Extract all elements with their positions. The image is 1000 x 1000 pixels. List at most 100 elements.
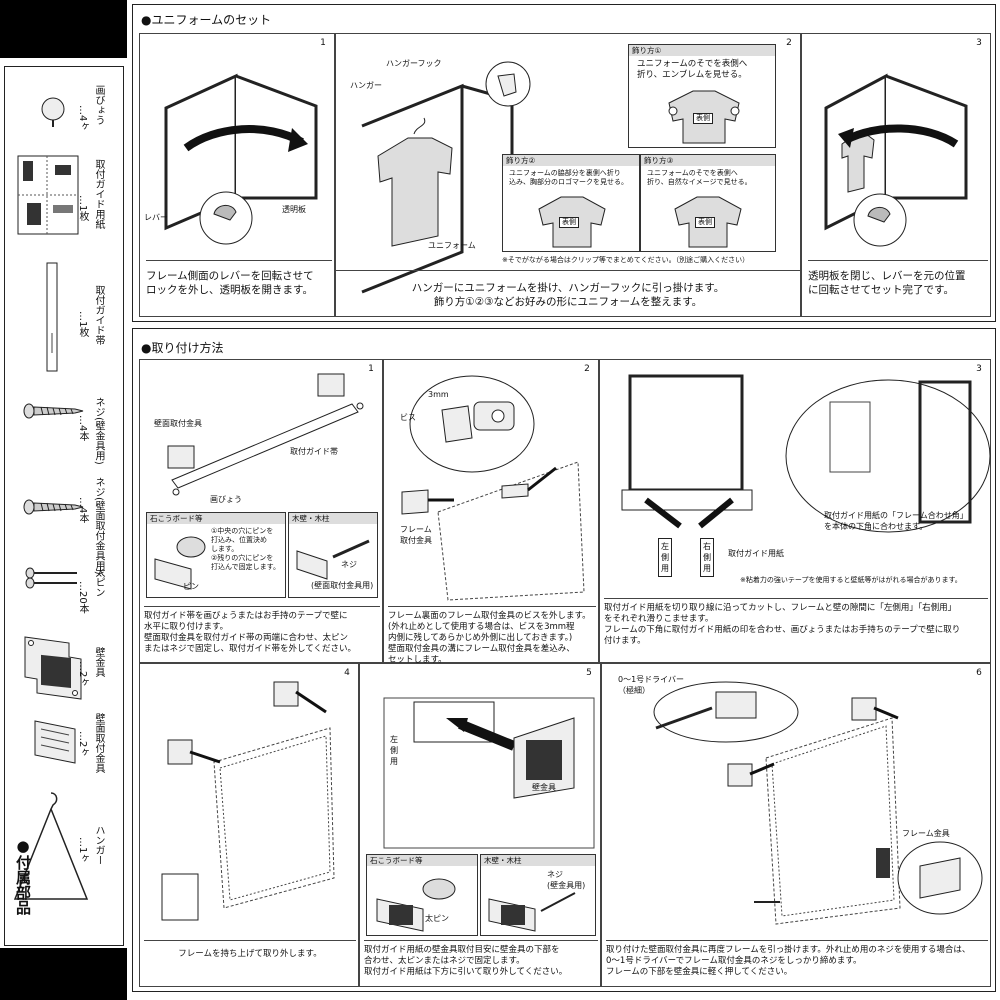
screw-icon [23, 403, 84, 419]
part-guide-band-label: 取付ガイド帯 [93, 285, 104, 345]
step-number: 4 [344, 668, 350, 678]
corner-block-top [0, 0, 127, 58]
display-style-1-text: ユニフォームのそでを表側へ 折り、エンブレムを見せる。 [637, 59, 748, 80]
part-guide-paper-qty: …1枚 [77, 195, 88, 222]
frame-bracket-label: フレーム 取付金具 [400, 525, 432, 545]
part-screw-bracket-label: ネジ(壁面取付金具用) [93, 477, 104, 575]
pushpin-icon [41, 97, 65, 127]
corner-block-bottom [0, 948, 127, 1000]
wall-metal-install-illustration [383, 697, 595, 849]
gypsum-board-detail: 石こうボード等 太ピン [366, 854, 478, 936]
step-number: 2 [584, 364, 590, 374]
clip-note: ※そでがながる場合はクリップ等でまとめてください。（別途ご購入ください） [502, 256, 750, 264]
uniform-label: ユニフォーム [428, 241, 476, 250]
display-style-3: 飾り方③ ユニフォームのそでを表側へ 折り、自然なイメージで見せる。 表側 [640, 154, 776, 252]
display-style-2-head: 飾り方② [503, 155, 639, 166]
frame-open-illustration [164, 73, 318, 245]
display-style-2-text: ユニフォームの脇部分を裏側へ折り 込み、胸部分のロゴマークを見せる。 [509, 169, 628, 186]
wall-metal-icon [24, 636, 82, 700]
wood-wall-head: 木壁・木柱 [481, 855, 595, 866]
frame-close-illustration [824, 73, 968, 247]
guide-paper-icon [17, 155, 79, 235]
step-caption: 取付ガイド用紙の壁金具取付目安に壁金具の下部を 合わせ、太ピンまたはネジで固定し… [364, 940, 598, 978]
left-use-label: 左 側 用 [658, 538, 672, 577]
step-number: 6 [976, 668, 982, 678]
gypsum-board-detail: 石こうボード等 ①中央の穴にピンを 打込み、位置決め します。 ②残りの穴にピン… [146, 512, 286, 598]
section-title-uniform-set: ●ユニフォームのセット [141, 13, 272, 27]
wood-wall-head: 木壁・木柱 [289, 513, 377, 524]
clear-panel-label: 透明板 [282, 205, 306, 214]
step-caption: フレーム裏面のフレーム取付金具のビスを外します。 (外れ止めとして使用する場合は… [388, 606, 596, 666]
wall-bracket-icon [34, 720, 76, 764]
gypsum-board-head: 石こうボード等 [147, 513, 285, 524]
wood-wall-detail: 木壁・木柱 ネジ (壁金具用) [480, 854, 596, 936]
frame-rehang-illustration [653, 681, 983, 925]
screw-sub-label: (壁面取付金具用) [311, 581, 374, 590]
step-caption: 取付ガイド帯を画びょうまたはお手持のテープで壁に 水平に取り付けます。 壁面取付… [144, 606, 380, 655]
part-pushpin-qty: …4ヶ [77, 105, 88, 132]
section-title-mounting: ●取り付け方法 [141, 341, 224, 355]
step-number: 1 [368, 364, 374, 374]
mount-step-3: 3 左 側 用 右 側 用 取付ガイド用紙 取付ガイド用紙の「フレーム合わせ角」… [599, 359, 991, 663]
step-caption: 取付ガイド用紙を切り取り線に沿ってカットし、フレームと壁の隙間に「左側用」「右側… [604, 598, 988, 647]
right-use-label: 右 側 用 [700, 538, 714, 577]
wood-wall-detail: 木壁・木柱 ネジ (壁面取付金具用) [288, 512, 378, 598]
mount-step-5: 5 壁金具 左 側 用 石こうボード等 太ピン 木壁・木柱 [359, 663, 601, 987]
pin-label: ピン [183, 582, 199, 591]
mount-step-1: 1 壁面取付金具 取付ガイド帯 画びょう 石こうボード等 ①中央の穴にピンを 打… [139, 359, 383, 663]
screw-install-illustration [488, 892, 576, 932]
mount-step-2: 2 ビス 3mm フレーム 取付金具 フレーム裏面のフレーム取付金具のビスを外し… [383, 359, 599, 666]
thick-pin-icon [25, 567, 77, 589]
part-wall-metal-qty: …2ヶ [77, 661, 88, 688]
gypsum-board-text: ①中央の穴にピンを 打込み、位置決め します。 ②残りの穴にピンを 打込んで固定… [211, 527, 280, 571]
screw-bracket-icon [23, 499, 84, 515]
parts-panel-title: ●付属部品 [14, 837, 32, 915]
step-number: 3 [976, 364, 982, 374]
step-number: 1 [320, 38, 326, 48]
pin-insert-illustration [376, 878, 456, 932]
step-caption: ハンガーにユニフォームを掛け、ハンガーフックに引っ掛けます。 飾り方①②③などお… [336, 270, 800, 309]
screw-label: ネジ [341, 560, 357, 569]
mount-step-4: 4 フレームを持ち上げて取り外します。 [139, 663, 359, 987]
part-wall-bracket-label: 壁面取付金具 [93, 713, 104, 773]
display-style-3-head: 飾り方③ [641, 155, 775, 166]
part-thick-pin-label: 太ピン [93, 567, 104, 597]
wall-metal-label: 壁金具 [532, 783, 556, 792]
display-style-2: 飾り方② ユニフォームの脇部分を裏側へ折り 込み、胸部分のロゴマークを見せる。 … [502, 154, 640, 252]
part-hanger-qty: …1ヶ [77, 837, 88, 864]
uniform-step-3: 3 透明板を閉じ、レバーを元の位置 に回転させてセット完了です。 [801, 33, 991, 317]
front-side-label: 表側 [559, 217, 579, 228]
guide-band-icon [46, 262, 58, 372]
step-number: 2 [786, 38, 792, 48]
frame-corner-label: 取付ガイド用紙の「フレーム合わせ角」 を本体の下角に合わせます。 [824, 511, 968, 531]
screw-label: ネジ (壁金具用) [547, 870, 586, 890]
step-caption: 取り付けた壁面取付金具に再度フレームを引っ掛けます。外れ止め用のネジを使用する場… [606, 940, 988, 978]
part-guide-paper-label: 取付ガイド用紙 [93, 159, 104, 229]
part-wall-metal-label: 壁金具 [93, 647, 104, 677]
hanger-icon [13, 792, 89, 900]
display-style-3-text: ユニフォームのそでを表側へ 折り、自然なイメージで見せる。 [647, 169, 752, 186]
part-hanger-label: ハンガー [93, 825, 104, 865]
guide-band-label: 取付ガイド帯 [290, 447, 338, 456]
tape-warning: ※粘着力の強いテープを使用すると壁紙等がはがれる場合があります。 [740, 576, 962, 584]
part-thick-pin-qty: …20本 [77, 581, 88, 614]
display-style-1-head: 飾り方① [629, 45, 775, 56]
frame-metal-label: フレーム金具 [902, 829, 950, 838]
part-guide-band-qty: …1枚 [77, 311, 88, 338]
driver-label: 0～1号ドライバー （極細） [618, 675, 685, 695]
part-screw-wall-label: ネジ(壁金具用) [93, 397, 104, 465]
guide-band-illustration [167, 373, 364, 496]
display-style-1: 飾り方① ユニフォームのそでを表側へ 折り、エンブレムを見せる。 表側 [628, 44, 776, 148]
uniform-step-1: 1 レバー 透明板 フレーム側面のレバーを回転させて ロックを外し、透明板を開き… [139, 33, 335, 317]
gypsum-board-head: 石こうボード等 [367, 855, 477, 866]
screw-label: ビス [400, 413, 416, 422]
pin-insert-illustration [154, 536, 206, 590]
screwdriver-illustration [296, 539, 370, 580]
part-pushpin-label: 画びょう [93, 85, 104, 125]
uniform-step-2: 2 ハンガーフック ハンガー ユニフォーム 飾り方① ユニフォームのそでを表側へ… [335, 33, 801, 317]
part-wall-bracket-qty: …2ヶ [77, 731, 88, 758]
uniform-set-section: ●ユニフォームのセット 1 レバー 透明板 フレーム側面のレバーを回転させて ロ… [132, 4, 996, 322]
step-caption: フレームを持ち上げて取り外します。 [144, 940, 356, 960]
step-number: 5 [586, 668, 592, 678]
hanger-label: ハンガー [350, 81, 382, 90]
